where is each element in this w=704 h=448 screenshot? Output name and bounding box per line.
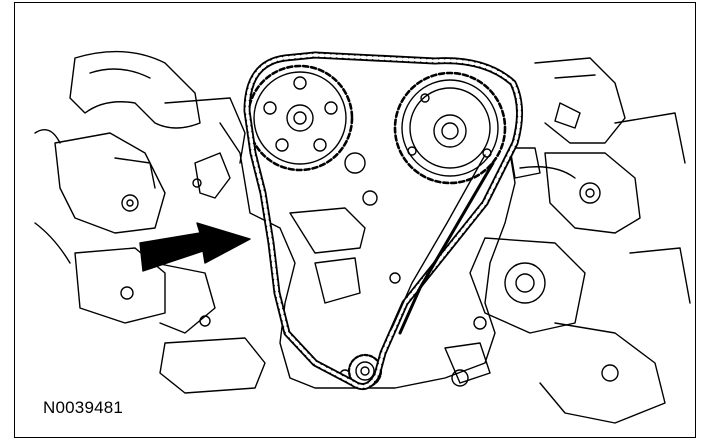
engine-timing-diagram [34, 50, 691, 424]
exhaust-camshaft-phaser [393, 71, 507, 185]
intake-camshaft-sprocket [246, 64, 354, 172]
pointing-arrow [139, 222, 251, 272]
engine-block-right [469, 57, 691, 424]
chain-guide [391, 154, 495, 335]
diagram-frame: N0039481 [14, 2, 696, 438]
timing-chain [243, 51, 523, 391]
engine-block-left [34, 50, 266, 394]
figure-id-label: N0039481 [43, 398, 124, 417]
